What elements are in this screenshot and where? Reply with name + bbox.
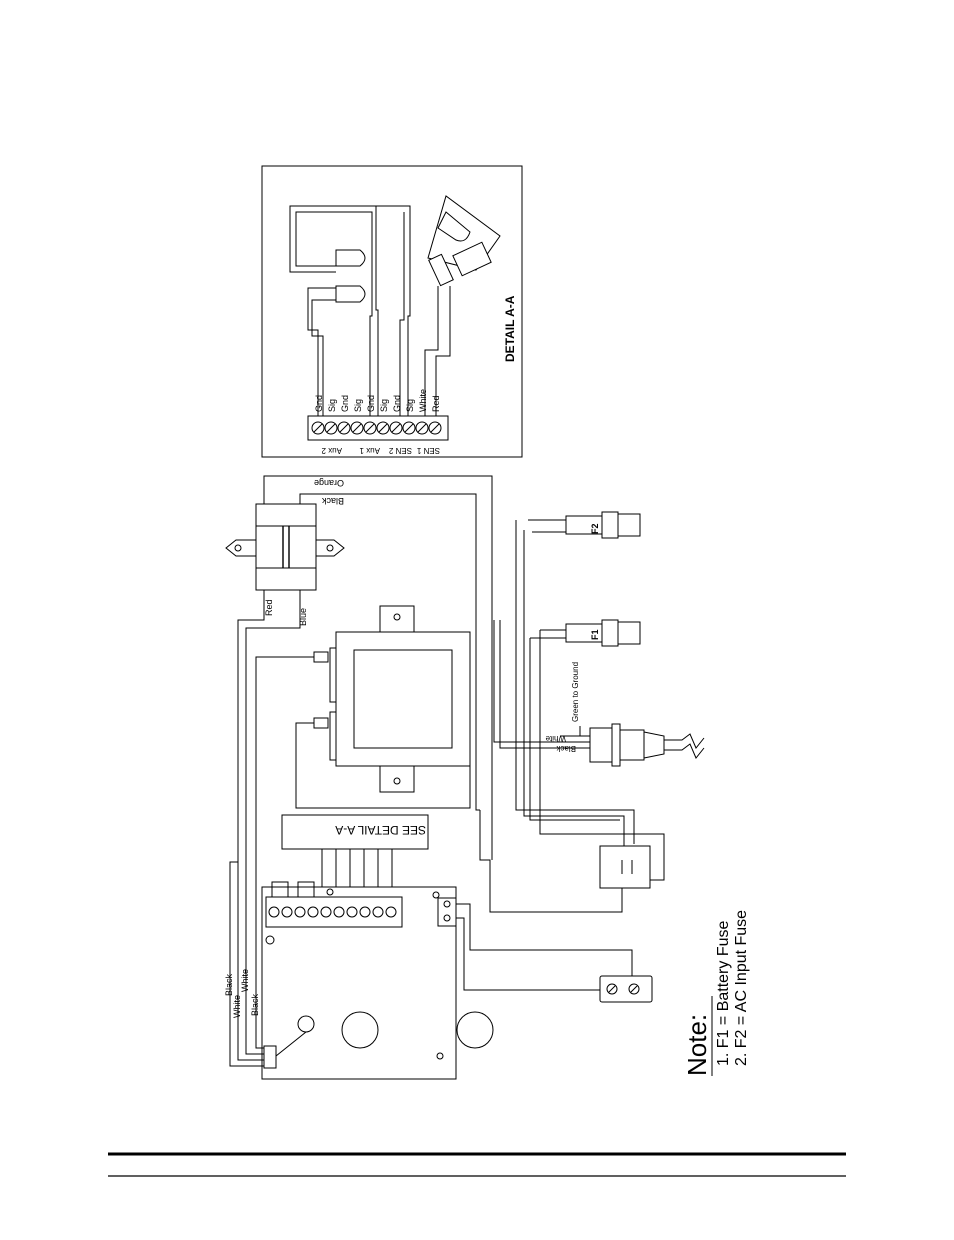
control-board <box>262 882 493 1079</box>
detail-aa-inset: Gnd Sig Gnd Sig Gnd Sig Gnd Sig White Re… <box>262 166 522 457</box>
relay-spade-1 <box>314 652 328 662</box>
cord-grip-nut <box>590 728 612 762</box>
white-wire-label: White <box>545 734 566 743</box>
board-wire-label-3: White <box>240 969 250 992</box>
note-line-2: 2. F2 = AC Input Fuse <box>733 910 750 1066</box>
battery-terminal-block <box>600 976 652 1002</box>
wire-label-blue: Blue <box>298 608 308 626</box>
detail-terminal-strip <box>308 416 448 440</box>
group-label-sen2: SEN 2 <box>388 446 412 455</box>
note-block: Note: 1. F1 = Battery Fuse 2. F2 = AC In… <box>682 910 750 1076</box>
transformer-core <box>256 504 316 590</box>
note-line-1: 1. F1 = Battery Fuse <box>715 921 732 1067</box>
power-cord-entry: Green to Ground White Black <box>520 662 704 766</box>
terminal-label-5: Gnd <box>366 395 376 412</box>
see-detail-callout: SEE DETAIL A-A <box>282 815 428 895</box>
temperature-probe-2 <box>336 286 365 302</box>
fuse-f2: F2 <box>566 512 640 538</box>
detail-group-labels: SEN 1 SEN 2 Aux 1 Aux 2 <box>321 446 440 455</box>
wire-label-black: Black <box>321 496 344 506</box>
board-capacitor-2 <box>457 1012 493 1048</box>
fuse-f1-nut <box>602 620 618 646</box>
fuse-f2-label: F2 <box>590 523 600 534</box>
relay-tab-bottom <box>380 766 414 792</box>
cord-grip-washer <box>612 724 620 766</box>
ground-wire-label: Green to Ground <box>571 662 580 722</box>
detail-title: DETAIL A-A <box>503 295 517 362</box>
cord-grip-cap <box>644 732 664 758</box>
wire-label-orange: Orange <box>314 478 344 488</box>
terminal-label-6: Sig <box>379 399 389 412</box>
battery-terminal <box>600 976 652 1002</box>
board-wire-label-2: White <box>232 995 242 1018</box>
board-side-wires: Black White White Black <box>224 862 264 1066</box>
board-wire-label-1: Black <box>224 973 234 996</box>
relay-spade-2 <box>314 718 328 728</box>
wire-label-red: Red <box>264 599 274 616</box>
note-heading: Note: <box>682 1014 712 1076</box>
group-label-aux2: Aux 2 <box>321 446 342 455</box>
relay-cover <box>354 650 452 748</box>
see-detail-label: SEE DETAIL A-A <box>335 823 426 837</box>
black-wire-label: Black <box>555 744 576 753</box>
transformer-mount-right <box>316 540 344 556</box>
relay-tab-top <box>380 606 414 632</box>
terminal-label-8: Sig <box>405 399 415 412</box>
terminal-label-2: Sig <box>327 399 337 412</box>
group-label-aux1: Aux 1 <box>359 446 380 455</box>
temperature-probe-1 <box>336 250 365 266</box>
board-input-connector <box>264 1046 276 1068</box>
terminal-label-9: White <box>418 389 428 412</box>
fuse-f1: F1 <box>566 620 640 646</box>
board-wire-label-4: Black <box>250 993 260 1016</box>
fuse-f1-label: F1 <box>590 629 600 640</box>
cord-grip-body <box>620 730 644 760</box>
fuse-f2-cap <box>618 514 640 536</box>
detail-frame <box>262 166 522 457</box>
group-label-sen1: SEN 1 <box>416 446 440 455</box>
fuse-f1-cap <box>618 622 640 644</box>
terminal-label-4: Sig <box>353 399 363 412</box>
power-switch <box>600 846 650 888</box>
fuse-f2-nut <box>602 512 618 538</box>
terminal-label-3: Gnd <box>340 395 350 412</box>
board-power-connector <box>438 898 456 926</box>
